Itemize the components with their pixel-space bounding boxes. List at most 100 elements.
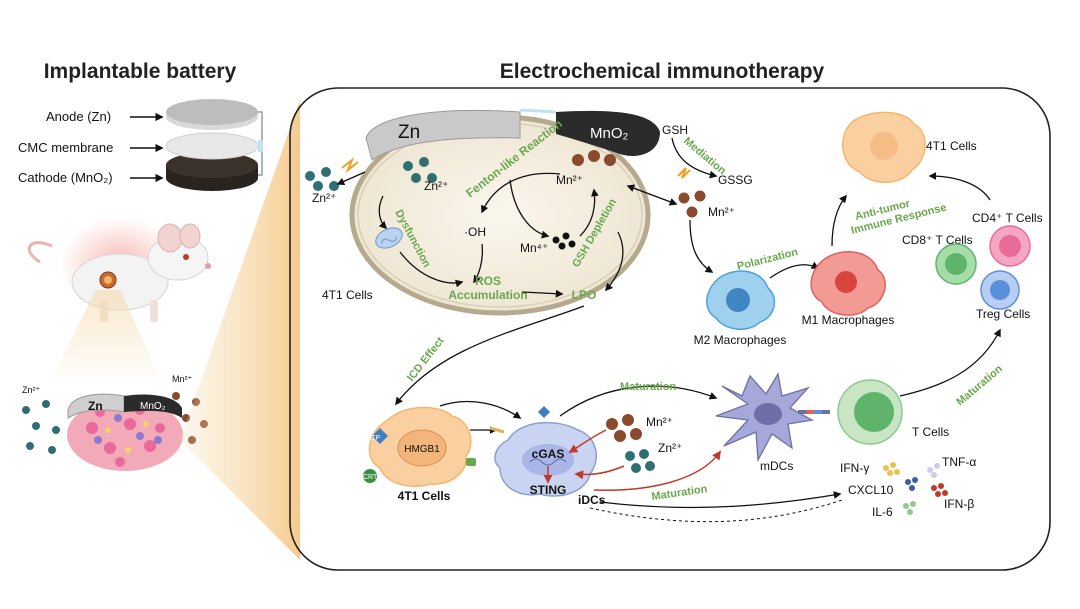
zn-ion-inside-label: Zn²⁺ [424,179,448,193]
tumor-zn-ions [22,400,60,454]
cxcl10-label: CXCL10 [848,483,894,497]
mn2-inside-label: Mn²⁺ [556,173,583,187]
ifnb-label: IFN-β [944,497,974,511]
icd-label: ICD Effect [405,335,447,384]
tcells-label: T Cells [912,425,949,439]
dying-to-idc-arrow-1 [439,400,522,419]
tumor-with-battery [67,393,183,471]
m1-label: M1 Macrophages [802,313,895,327]
ros-to-lpo-arrow [521,289,564,298]
oh-label: ·OH [464,225,486,239]
mhc-tcr-synapse [798,410,830,414]
tnfa-icon [927,463,940,478]
tumor-mn-ion-label: Mn²⁺ [172,374,192,384]
crt-marker [363,469,377,483]
maturation-right-label: Maturation [954,363,1005,409]
mn2-ion-cluster-outside [678,190,706,218]
polarization-arrow [769,261,820,279]
gsh-to-gssg-arrow [671,137,718,179]
therapy-frame [289,87,1051,571]
atp-receptor-icon [538,406,550,418]
hmgb1-label: HMGB1 [404,444,440,455]
gsh-to-lpo-arrow [604,231,624,292]
zn-electrode [365,110,521,161]
mn2-ion-cluster-inside [572,150,616,166]
crt-release-icon [466,458,476,466]
mn-to-m2-arrow [689,219,714,273]
cd4-tcell [989,225,1031,267]
m1-to-target-arrow [831,194,847,247]
maturation-bottom-label: Maturation [651,483,709,503]
m1-macrophage [810,251,886,316]
zn-release-arrow [336,171,366,186]
cd4-label: CD4⁺ T Cells [972,211,1043,225]
t-cell [837,379,903,445]
ifng-icon [883,462,900,476]
immature-dendritic-cell [494,421,597,497]
zn-ion-cluster-inside [403,157,437,183]
il6-icon [903,501,916,515]
tcell-maturation-arrow [899,328,1001,397]
zn-sting-label: Zn²⁺ [658,441,682,455]
lpo-label: LPO [572,288,597,302]
mature-dendritic-cell [715,372,814,463]
treg-cell [980,270,1020,310]
accumulation-label: Accumulation [448,288,527,302]
zn-ion-cluster-outside [305,167,339,191]
zn-ion-cluster-sting [625,449,655,473]
mno2-electrode-label: MnO₂ [590,125,629,142]
polarization-label: Polarization [736,246,800,273]
mn4-ion-cluster [552,232,576,250]
mito-to-ros-arrow [399,251,464,288]
tumor-zoom-beam [180,100,300,560]
gssg-label: GSSG [718,173,753,187]
idcs-label: iDCs [578,493,606,507]
target-cell-label: 4T1 Cells [926,139,977,153]
sting-label: STING [530,483,567,497]
tcell-to-target-arrow [928,172,991,201]
lightning-icon-2 [677,167,691,179]
mn2-to-mn4-arrow [509,179,550,239]
to-cytokines-dashed [589,499,843,523]
atp-marker [372,428,388,444]
mouse-zoom-beam [52,290,160,378]
to-cytokines-arrow [599,491,842,509]
zn-activation-arrow [574,465,625,480]
tnfa-label: TNF-α [942,455,976,469]
membrane-label: CMC membrane [18,140,113,155]
tumor-zn-label: Zn [88,399,103,413]
mitochondrion-icon [375,227,403,249]
cd8-tcell [935,243,977,285]
maturation-top-label: Maturation [620,381,677,393]
treg-label: Treg Cells [976,307,1030,321]
tumor-mno2-label: MnO₂ [140,401,166,412]
ros-label: ROS [475,274,501,288]
ifnb-icon [931,483,948,497]
ifng-label: IFN-γ [840,461,869,475]
zn-ion-outside-label: Zn²⁺ [312,191,336,205]
oh-to-ros-arrow [473,243,484,284]
icd-arrow [395,305,585,406]
cathode-label: Cathode (MnO₂) [18,170,113,185]
anode-label: Anode (Zn) [46,109,111,124]
mn2-outside-label: Mn²⁺ [708,205,735,219]
crt-label: CRT [363,474,378,481]
mn-ion-cluster-sting [606,414,642,442]
mn-activation-arrow [568,429,607,453]
mno2-electrode [556,110,660,156]
gsh-label: GSH [662,123,688,137]
atp-label: ATP [367,435,380,442]
receptor-icon [489,426,505,434]
therapy-title: Electrochemical immunotherapy [500,60,825,83]
cgas-label: cGAS [532,447,565,461]
zn-to-mito-arrow [378,195,388,230]
maturation-top-arrow [559,385,718,417]
tumor-zn-ion-label: Zn²⁺ [22,385,41,395]
maturation-bottom-arrow [593,450,722,491]
mdcs-label: mDCs [760,459,793,473]
battery-title: Implantable battery [44,60,237,83]
mn4-label: Mn⁴⁺ [520,241,548,255]
dying-cell-label: 4T1 Cells [398,489,451,503]
zn-electrode-label: Zn [398,122,420,143]
